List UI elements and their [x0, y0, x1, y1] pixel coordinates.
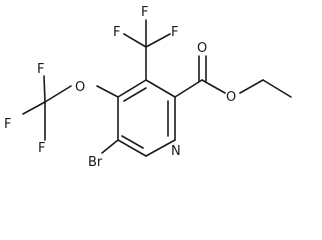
atom-f-ocf3-1: F — [37, 62, 44, 77]
bond-ch2-ch3 — [262, 79, 292, 98]
atom-f-cf3-right: F — [171, 25, 178, 40]
bond-c5-br — [101, 139, 119, 154]
structure-diagram: F F F O O O F F F N Br — [4, 5, 292, 170]
atom-n-ring: N — [171, 144, 181, 159]
atom-o-ether: O — [75, 80, 85, 95]
molecule-canvas: F F F O O O F F F N Br — [4, 5, 292, 170]
bond-c2-carbonyl — [174, 79, 203, 98]
bond-n-c6 — [145, 139, 176, 157]
bond-c3-c2 — [145, 79, 176, 98]
bond-ocf3-f1 — [43, 75, 46, 103]
bond-c4-c3-double — [123, 87, 147, 102]
atom-f-ocf3-3: F — [38, 141, 45, 156]
bond-c6-c5-double — [121, 135, 144, 149]
bond-carbonyl-o-ester — [201, 79, 226, 94]
bond-o-ester-ch2 — [239, 79, 264, 94]
bond-c4-o — [96, 85, 119, 98]
atom-f-cf3-top: F — [141, 5, 148, 20]
atom-o-ester: O — [226, 90, 236, 105]
bond-cf3-f-right — [145, 33, 171, 48]
bond-o-cf3 — [44, 85, 72, 103]
atom-f-ocf3-2: F — [4, 117, 11, 132]
atom-o-carbonyl: O — [197, 41, 207, 56]
atom-f-cf3-left: F — [113, 25, 120, 40]
bond-ocf3-f2 — [22, 101, 46, 115]
bond-c6-c5 — [117, 139, 147, 157]
bond-cf3-f-left — [123, 33, 147, 48]
atom-br: Br — [88, 155, 103, 170]
bond-c4-c3 — [117, 79, 147, 98]
